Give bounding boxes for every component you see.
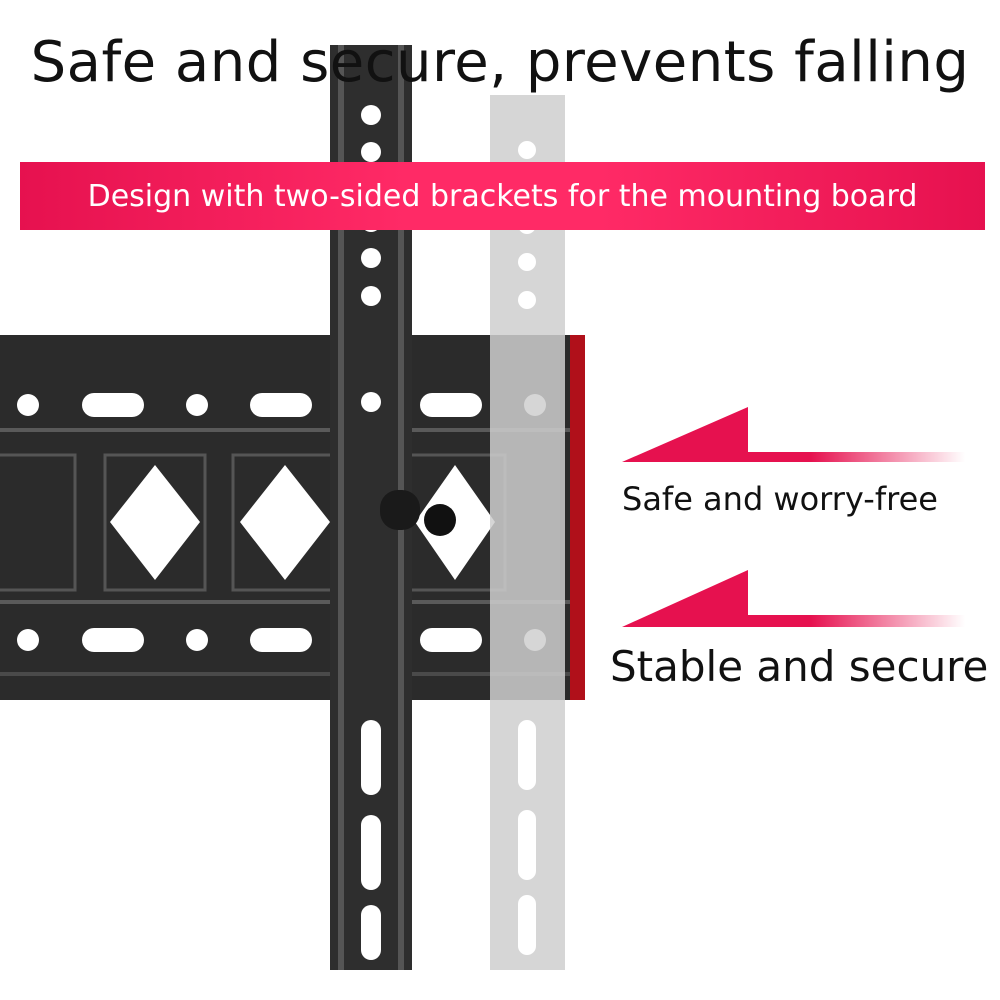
headline: Safe and secure, prevents falling	[30, 30, 970, 95]
callout-safe: Safe and worry-free	[622, 480, 938, 518]
feature-banner: Design with two-sided brackets for the m…	[20, 162, 985, 230]
callout-stable: Stable and secure	[610, 642, 989, 691]
arrow-icon	[622, 407, 965, 627]
banner-text: Design with two-sided brackets for the m…	[87, 178, 918, 214]
knob-icon	[380, 490, 420, 530]
